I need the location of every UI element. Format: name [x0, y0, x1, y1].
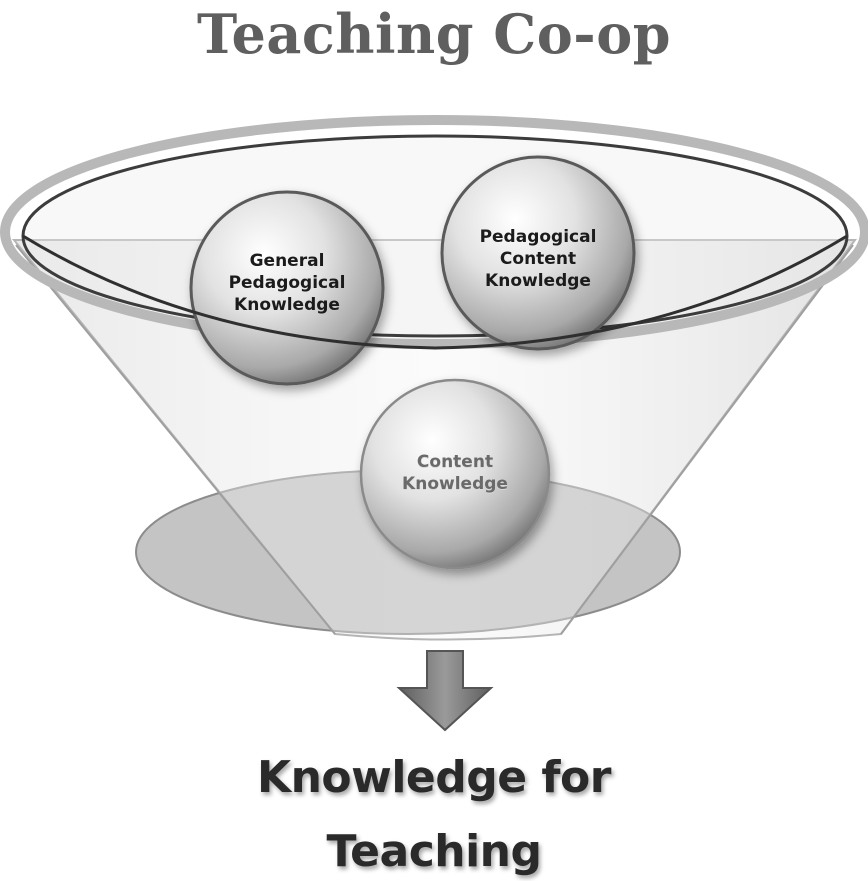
funnel-rim-inner: [21, 134, 849, 338]
outcome-line-1: Knowledge for: [257, 752, 611, 803]
arrow-down-icon: [396, 650, 494, 732]
sphere-pedagogical-content: [440, 155, 636, 351]
outcome-line-2: Teaching: [326, 826, 542, 877]
label-general-pedagogical-knowledge: General Pedagogical Knowledge: [228, 251, 346, 315]
page-title: Teaching Co-op: [197, 2, 671, 66]
funnel-edge-left: [15, 244, 336, 635]
sphere-general-pedagogical: [189, 190, 385, 386]
funnel-rim-outer: [0, 115, 868, 349]
label-pedagogical-content-knowledge: Pedagogical Content Knowledge: [479, 227, 597, 291]
funnel-rim-front: [22, 234, 848, 350]
sphere-content: [359, 378, 551, 570]
funnel-edge-right: [560, 244, 854, 635]
label-content-knowledge: Content Knowledge: [402, 452, 508, 494]
